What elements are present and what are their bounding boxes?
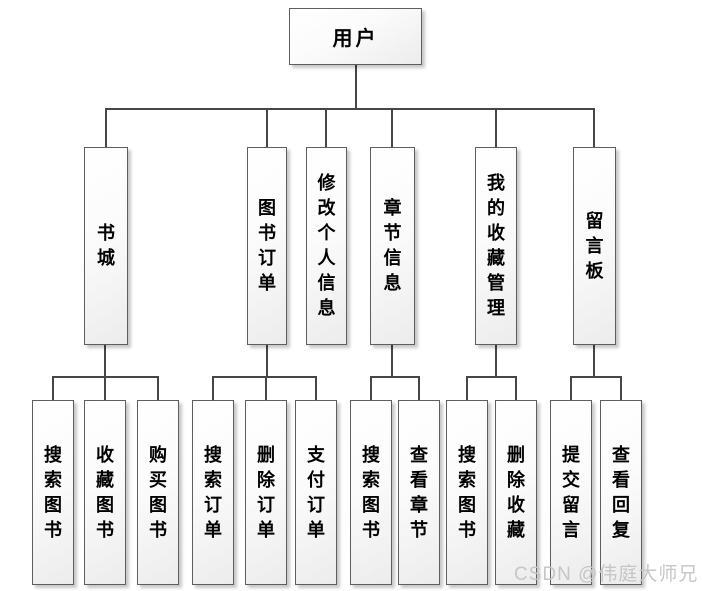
connector-line — [370, 376, 420, 378]
connector-line — [104, 345, 106, 378]
node-label: 提交留言 — [562, 444, 580, 540]
node-submit-message: 提交留言 — [550, 400, 592, 585]
node-search-books-chapter: 搜索图书 — [350, 400, 392, 585]
node-search-books-store: 搜索图书 — [32, 400, 74, 585]
connector-line — [266, 345, 268, 378]
connector-line — [212, 376, 317, 378]
connector-line — [265, 376, 267, 400]
watermark-text: CSDN @伟庭大师兄 — [514, 564, 699, 585]
node-label: 支付订单 — [307, 444, 325, 540]
node-delete-orders: 删除订单 — [245, 400, 287, 585]
connector-line — [105, 108, 595, 110]
connector-line — [325, 108, 327, 147]
node-book-store: 书城 — [84, 147, 128, 345]
node-label: 留言板 — [585, 210, 604, 281]
node-user: 用户 — [289, 8, 422, 65]
node-delete-favorites: 删除收藏 — [495, 400, 537, 585]
node-chapter-info: 章节信息 — [370, 147, 415, 345]
connector-line — [212, 376, 214, 400]
connector-line — [593, 108, 595, 147]
node-book-orders: 图书订单 — [247, 147, 287, 345]
node-label: 删除订单 — [257, 444, 275, 540]
node-label: 用户 — [332, 28, 379, 50]
node-pay-orders: 支付订单 — [295, 400, 337, 585]
connector-line — [266, 108, 268, 147]
node-label: 搜索图书 — [458, 444, 476, 540]
node-my-favorites-management: 我的收藏管理 — [475, 147, 517, 345]
connector-line — [466, 376, 517, 378]
node-search-orders: 搜索订单 — [192, 400, 234, 585]
node-label: 购买图书 — [149, 444, 167, 540]
connector-line — [495, 345, 497, 378]
connector-line — [466, 376, 468, 400]
connector-line — [515, 376, 517, 400]
node-label: 图书订单 — [258, 198, 276, 293]
connector-line — [418, 376, 420, 400]
connector-line — [315, 376, 317, 400]
node-collect-books: 收藏图书 — [84, 400, 126, 585]
connector-line — [620, 376, 622, 400]
node-label: 搜索图书 — [44, 444, 62, 540]
node-label: 书城 — [97, 223, 115, 268]
node-view-replies: 查看回复 — [600, 400, 642, 585]
connector-line — [105, 108, 107, 147]
connector-line — [391, 345, 393, 378]
node-view-chapters: 查看章节 — [398, 400, 440, 585]
node-message-board: 留言板 — [573, 147, 616, 345]
node-label: 修改个人信息 — [317, 173, 336, 318]
node-search-books-favorites: 搜索图书 — [446, 400, 488, 585]
connector-line — [370, 376, 372, 400]
connector-line — [52, 376, 54, 400]
node-label: 我的收藏管理 — [487, 173, 505, 318]
connector-line — [570, 376, 622, 378]
connector-line — [157, 376, 159, 400]
connector-line — [104, 376, 106, 400]
connector-line — [391, 108, 393, 147]
node-label: 搜索订单 — [204, 444, 222, 540]
node-buy-books: 购买图书 — [137, 400, 179, 585]
node-label: 章节信息 — [383, 198, 402, 293]
connector-line — [355, 65, 357, 109]
node-label: 删除收藏 — [507, 444, 525, 540]
connector-line — [495, 108, 497, 147]
node-label: 查看回复 — [612, 444, 630, 540]
node-label: 搜索图书 — [362, 444, 380, 540]
node-edit-personal-info: 修改个人信息 — [306, 147, 347, 345]
node-label: 查看章节 — [410, 444, 428, 540]
connector-line — [593, 345, 595, 378]
connector-line — [570, 376, 572, 400]
node-label: 收藏图书 — [96, 444, 114, 540]
